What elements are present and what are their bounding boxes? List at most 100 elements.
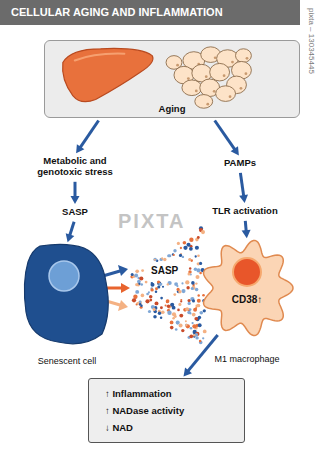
flow-arrow <box>66 222 75 242</box>
particle <box>180 299 182 301</box>
particle <box>176 321 180 325</box>
particle <box>161 310 165 314</box>
fat-cell-nucleus <box>213 90 216 93</box>
particle <box>189 259 191 261</box>
particle <box>194 317 198 321</box>
fat-cell-nucleus <box>229 95 232 98</box>
particle <box>150 288 153 291</box>
particle <box>170 303 174 307</box>
particle <box>189 247 193 251</box>
arrow-head <box>118 265 128 276</box>
title: CELLULAR AGING AND INFLAMMATION <box>11 6 223 18</box>
particle <box>181 329 184 332</box>
particle <box>140 283 143 286</box>
particle <box>203 309 206 312</box>
result-line: ↑ NADase activity <box>105 402 230 419</box>
fat-cell-nucleus <box>245 72 248 75</box>
arrow-line <box>244 221 248 231</box>
particle <box>153 315 157 319</box>
particle <box>186 243 190 247</box>
watermark-id: pixta – 130345445 <box>307 8 316 74</box>
macrophage-nucleus <box>233 258 261 286</box>
flow-arrow <box>215 121 239 156</box>
particle <box>189 308 192 311</box>
particle <box>139 303 142 306</box>
particle <box>197 254 200 257</box>
particle <box>172 253 174 255</box>
particle <box>178 303 181 306</box>
particle <box>141 294 145 298</box>
particle <box>177 309 180 312</box>
flow-arrow <box>239 173 248 203</box>
particle <box>191 322 193 324</box>
particle <box>199 341 203 345</box>
particle <box>197 299 201 303</box>
process-text: Metabolic and genotoxic stress <box>22 155 128 179</box>
particle <box>167 281 171 285</box>
particle <box>138 283 140 285</box>
arrow-head <box>242 230 251 238</box>
particle <box>185 280 189 284</box>
arrow-head <box>118 300 128 311</box>
particle <box>160 316 162 318</box>
result-line: ↓ NAD <box>105 419 230 436</box>
macrophage-outline <box>198 236 296 340</box>
particle <box>199 311 203 315</box>
particle <box>187 299 190 302</box>
particle <box>153 258 157 262</box>
cell-label: M1 macrophage <box>183 354 311 364</box>
particle <box>180 247 182 249</box>
particle <box>181 282 183 284</box>
particle <box>134 274 138 278</box>
particle <box>195 336 198 339</box>
fat-cell <box>182 80 202 96</box>
particle <box>151 283 155 287</box>
step-label: PAMPs <box>207 158 273 169</box>
macrophage-body <box>204 240 294 335</box>
particle <box>202 294 205 297</box>
arrow-line <box>70 222 74 236</box>
fat-cell-nucleus <box>176 64 179 67</box>
particle <box>167 283 169 285</box>
fat-cell <box>216 86 236 102</box>
particle <box>201 230 205 234</box>
particle <box>135 290 139 294</box>
particle <box>131 273 134 276</box>
particle <box>158 311 161 314</box>
senescent-cell: Senescent cell <box>22 242 112 348</box>
particle <box>193 308 197 312</box>
particle <box>192 286 196 290</box>
cell-nucleus <box>49 261 79 291</box>
fat-cell-nucleus <box>205 75 208 78</box>
arrow-line <box>240 173 243 196</box>
particle <box>161 257 163 259</box>
particle <box>170 321 174 325</box>
particle <box>195 275 199 279</box>
arrow-head <box>71 196 80 204</box>
particle <box>170 326 174 330</box>
node-label: Aging <box>45 103 299 114</box>
particle <box>135 283 138 286</box>
particle <box>187 311 191 315</box>
macrophage-cell: CD38↑M1 macrophage <box>198 236 296 340</box>
fat-cell-nucleus <box>246 57 249 60</box>
particle <box>153 308 156 311</box>
liver-highlight <box>75 54 125 61</box>
particle <box>173 293 176 296</box>
watermark: PIXTA <box>118 210 185 233</box>
particle <box>190 327 193 330</box>
process-text: PAMPs <box>205 157 275 170</box>
fat-cell-nucleus <box>214 56 217 59</box>
particle <box>197 236 200 239</box>
particle <box>145 281 148 284</box>
particle <box>162 286 164 288</box>
particle <box>167 311 171 315</box>
fat-cell <box>195 95 213 109</box>
particle <box>139 300 142 303</box>
particle <box>166 299 170 303</box>
step-label: SASP <box>47 207 103 218</box>
particle <box>172 312 176 316</box>
particle <box>132 298 136 302</box>
particle <box>196 268 200 272</box>
particle <box>185 307 189 311</box>
